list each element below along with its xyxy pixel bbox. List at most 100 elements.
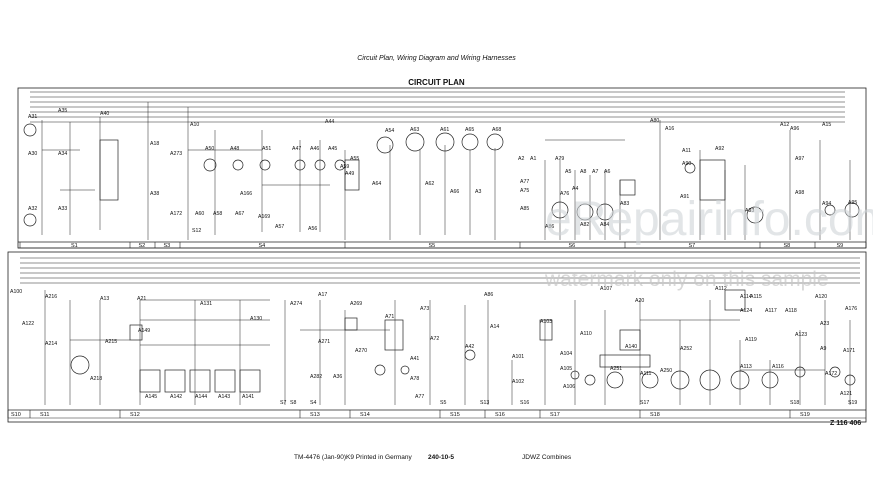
component-label: A36 [333, 374, 342, 380]
component-label: A5 [565, 169, 571, 175]
component-label: A21 [137, 296, 146, 302]
component-label: A12 [780, 122, 789, 128]
component-label: A145 [145, 394, 157, 400]
component-label: A72 [430, 336, 439, 342]
lamp-symbol [374, 364, 386, 376]
watermark-logo: eRepairinfo.com [545, 193, 873, 246]
component-label: A31 [28, 114, 37, 120]
section-label: S1 [71, 243, 78, 249]
component-label: S17 [640, 400, 649, 406]
component-label: A166 [240, 191, 252, 197]
component-label: A118 [785, 308, 797, 314]
component-label: A102 [512, 379, 524, 385]
component-box [344, 317, 358, 331]
component-label: A86 [484, 292, 493, 298]
component-label: A91 [680, 194, 689, 200]
component-label: A32 [28, 206, 37, 212]
component-label: A64 [372, 181, 381, 187]
component-label: A34 [58, 151, 67, 157]
component-label: A73 [420, 306, 429, 312]
component-label: A123 [795, 332, 807, 338]
component-label: A144 [195, 394, 207, 400]
lamp-symbol [314, 159, 326, 171]
component-label: A252 [680, 346, 692, 352]
component-label: S16 [520, 400, 529, 406]
component-label: S12 [192, 228, 201, 234]
component-label: A30 [28, 151, 37, 157]
component-label: A110 [580, 331, 592, 337]
component-label: A216 [45, 294, 57, 300]
lamp-symbol [70, 355, 90, 375]
lamp-symbol [606, 371, 624, 389]
component-label: A9 [820, 346, 826, 352]
lamp-symbol [684, 162, 696, 174]
component-label: S18 [790, 400, 799, 406]
relay-block [189, 369, 211, 393]
component-label: A67 [235, 211, 244, 217]
section-label: S7 [689, 243, 696, 249]
lamp-symbol [551, 201, 569, 219]
component-label: A143 [218, 394, 230, 400]
footer-center: 240-10-5 [428, 454, 455, 461]
component-label: A130 [250, 316, 262, 322]
component-box [539, 319, 553, 341]
component-label: A3 [475, 189, 481, 195]
watermark-text: watermark only on this sample [545, 268, 829, 291]
component-label: A44 [325, 119, 334, 125]
lamp-symbol [576, 203, 594, 221]
component-label: A18 [150, 141, 159, 147]
lamp-symbol [746, 206, 764, 224]
component-label: A38 [150, 191, 159, 197]
component-box [724, 289, 746, 311]
section-label: S9 [837, 243, 844, 249]
lamp-symbol [730, 370, 750, 390]
component-label: A131 [200, 301, 212, 307]
lamp-symbol [829, 366, 841, 378]
component-label: A62 [425, 181, 434, 187]
component-label: A60 [195, 211, 204, 217]
component-label: A271 [318, 339, 330, 345]
component-label: A85 [520, 206, 529, 212]
component-label: A176 [845, 306, 857, 312]
component-label: A83 [620, 201, 629, 207]
lamp-symbol [405, 132, 425, 152]
component-label: A45 [328, 146, 337, 152]
component-label: A92 [715, 146, 724, 152]
component-box [384, 319, 404, 351]
lamp-symbol [486, 133, 504, 151]
component-label: A63 [410, 127, 419, 133]
component-label: A68 [492, 127, 501, 133]
component-label: A98 [795, 190, 804, 196]
lamp-symbol [400, 365, 410, 375]
component-label: A15 [822, 122, 831, 128]
lamp-symbol [761, 371, 779, 389]
component-label: A117 [765, 308, 777, 314]
component-label: A46 [310, 146, 319, 152]
lamp-symbol [464, 349, 476, 361]
lamp-symbol [596, 203, 614, 221]
component-label: A49 [345, 171, 354, 177]
component-label: A58 [213, 211, 222, 217]
page-subtitle: Circuit Plan, Wiring Diagram and Wiring … [357, 55, 516, 62]
section-label: S3 [164, 243, 171, 249]
component-label: A101 [512, 354, 524, 360]
component-label: A11 [682, 148, 691, 154]
component-label: A77 [520, 179, 529, 185]
component-label: A251 [610, 366, 622, 372]
lamp-symbol [794, 366, 806, 378]
component-label: A269 [350, 301, 362, 307]
component-label: A215 [105, 339, 117, 345]
footer-right: JDWZ Combines [522, 454, 572, 461]
component-label: A113 [740, 364, 752, 370]
component-label: A82 [580, 222, 589, 228]
component-label: S19 [848, 400, 857, 406]
component-box [129, 324, 143, 341]
component-box [599, 354, 651, 368]
lamp-symbol [641, 371, 659, 389]
lamp-symbol [844, 374, 856, 386]
component-label: A105 [560, 366, 572, 372]
component-label: A114 [740, 294, 752, 300]
component-label: A77 [415, 394, 424, 400]
component-label: A107 [600, 286, 612, 292]
